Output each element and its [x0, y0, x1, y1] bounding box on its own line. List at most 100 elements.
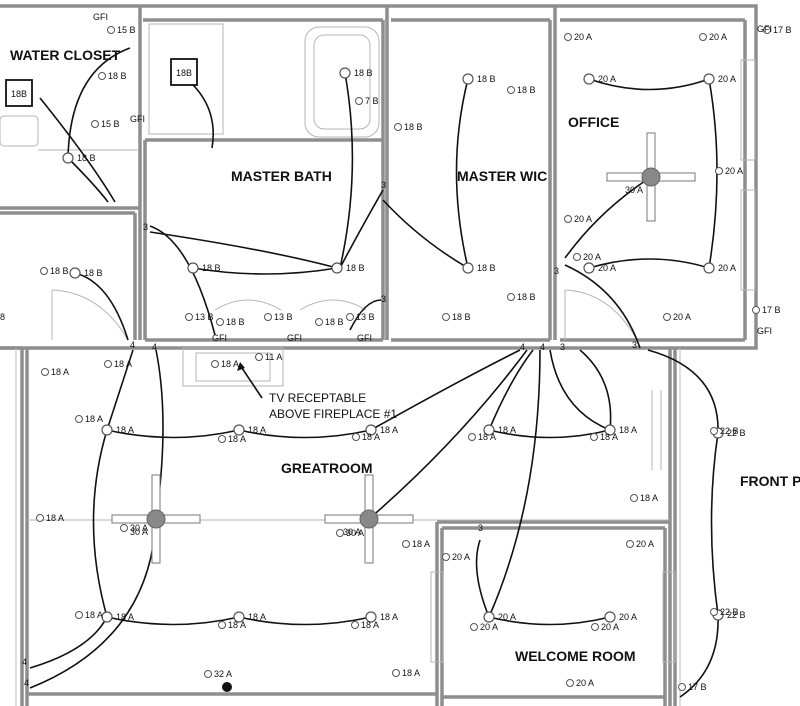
exhaust-fan-box-icon — [5, 79, 33, 107]
receptacle-label: 11 A — [265, 352, 282, 362]
receptacle-icon — [41, 368, 49, 376]
circuit-mark: 4 — [520, 342, 525, 352]
receptacle-icon — [98, 72, 106, 80]
room-label: OFFICE — [568, 114, 619, 130]
light-fixture-icon — [703, 73, 715, 85]
receptacle-label: 32 A — [214, 669, 232, 679]
receptacle-label: 13 B — [274, 312, 293, 322]
receptacle-icon — [573, 253, 581, 261]
light-label: 18 B — [477, 74, 496, 84]
room-label: GREATROOM — [281, 460, 373, 476]
room-label: MASTER WIC — [457, 168, 547, 184]
light-label: 18 A — [619, 425, 637, 435]
room-label: FRONT P — [740, 473, 800, 489]
receptacle-icon — [107, 26, 115, 34]
receptacle-label: 8 — [0, 312, 5, 322]
room-label: WATER CLOSET — [10, 47, 121, 63]
receptacle-icon — [75, 415, 83, 423]
receptacle-label: 18 A — [114, 359, 132, 369]
receptacle-icon — [255, 353, 263, 361]
light-label: 18 A — [380, 612, 398, 622]
light-fixture-icon — [101, 611, 113, 623]
gfi-label: GFI — [130, 114, 145, 124]
receptacle-icon — [442, 313, 450, 321]
receptacle-label: 30 A — [346, 528, 364, 538]
receptacle-label: 18 B — [325, 317, 344, 327]
fan-label: 30 A — [625, 185, 643, 195]
light-label: 18 B — [346, 263, 365, 273]
receptacle-icon — [507, 293, 515, 301]
circuit-mark: 3 — [381, 294, 386, 304]
gfi-label: GFI — [357, 333, 372, 343]
receptacle-label: 20 A — [576, 678, 594, 688]
receptacle-label: 20 A — [601, 622, 619, 632]
light-label: 18 B — [84, 268, 103, 278]
receptacle-icon — [75, 611, 83, 619]
gfi-label: GFI — [93, 12, 108, 22]
light-fixture-icon — [583, 73, 595, 85]
receptacle-label: 20 A — [583, 252, 601, 262]
light-fixture-icon — [483, 611, 495, 623]
receptacle-label: 18 B — [404, 122, 423, 132]
receptacle-icon — [442, 553, 450, 561]
light-label: 18 A — [248, 425, 266, 435]
receptacle-label: 18 B — [50, 266, 69, 276]
light-fixture-icon — [69, 267, 81, 279]
circuit-mark: 4 — [152, 342, 157, 352]
light-fixture-icon — [233, 611, 245, 623]
fan-label: 30 A — [130, 527, 148, 537]
light-label: 20 A — [498, 612, 516, 622]
receptacle-label: 17 B — [688, 682, 707, 692]
receptacle-label: 20 A — [673, 312, 691, 322]
circuit-mark: 3 — [560, 342, 565, 352]
ceiling-fan-icon — [606, 132, 696, 222]
receptacle-label: 18 A — [412, 539, 430, 549]
light-fixture-icon — [187, 262, 199, 274]
light-fixture-icon — [331, 262, 343, 274]
gfi-label: GFI — [757, 24, 772, 34]
receptacle-icon — [91, 120, 99, 128]
light-label: 18 B — [77, 153, 96, 163]
circuit-mark: 4 — [130, 340, 135, 350]
light-label: 18 B — [477, 263, 496, 273]
receptacle-label: 17 B — [773, 25, 792, 35]
light-label: 18 A — [116, 425, 134, 435]
circuit-mark: 3 — [632, 340, 637, 350]
light-label: 18 B — [202, 263, 221, 273]
receptacle-label: 20 A — [574, 32, 592, 42]
light-label: 20 A — [598, 263, 616, 273]
box-label: 18B — [176, 68, 192, 78]
receptacle-icon — [216, 318, 224, 326]
gfi-label: GFI — [287, 333, 302, 343]
fan-label: 30 A — [343, 527, 361, 537]
receptacle-icon — [352, 433, 360, 441]
circuit-mark: 3 — [143, 222, 148, 232]
light-fixture-icon — [365, 611, 377, 623]
receptacle-label: 18 A — [85, 414, 103, 424]
ceiling-fan-icon — [111, 474, 201, 564]
receptacle-label: 20 A — [452, 552, 470, 562]
ceiling-fan-icon — [324, 474, 414, 564]
circuit-mark: 3 — [554, 266, 559, 276]
receptacle-icon — [120, 524, 128, 532]
receptacle-label: 18 B — [517, 85, 536, 95]
receptacle-label: 18 A — [600, 432, 618, 442]
receptacle-label: 18 A — [46, 513, 64, 523]
receptacle-icon — [40, 267, 48, 275]
receptacle-label: 18 A — [228, 620, 246, 630]
receptacle-icon — [185, 313, 193, 321]
receptacle-icon — [564, 215, 572, 223]
receptacle-icon — [218, 435, 226, 443]
light-fixture-icon — [101, 424, 113, 436]
receptacle-icon — [678, 683, 686, 691]
receptacle-label: 18 A — [478, 432, 496, 442]
light-fixture-icon — [703, 262, 715, 274]
receptacle-label: 30 A — [130, 523, 148, 533]
receptacle-label: 15 B — [101, 119, 120, 129]
